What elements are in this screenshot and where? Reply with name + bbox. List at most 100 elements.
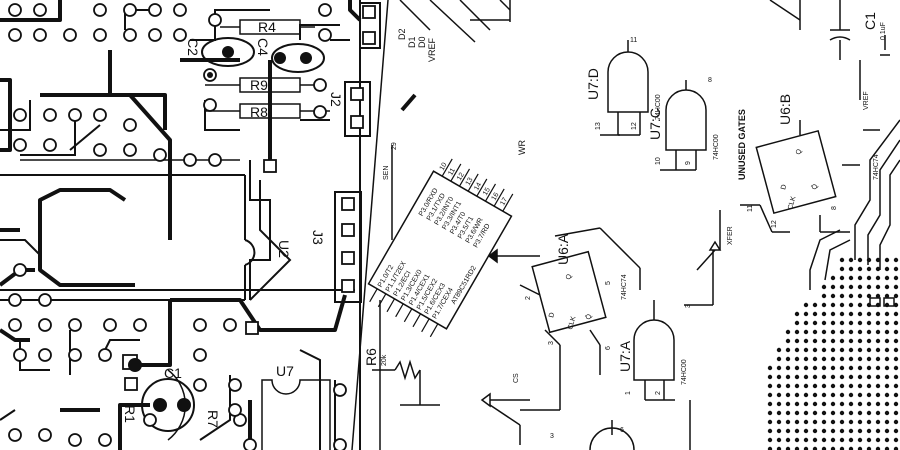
- protoboard-hole: [893, 410, 899, 416]
- protoboard-hole: [803, 383, 809, 389]
- protoboard-hole: [812, 419, 818, 425]
- protoboard-hole: [875, 383, 881, 389]
- protoboard-hole: [893, 401, 899, 407]
- protoboard-hole: [821, 383, 827, 389]
- protoboard-hole: [875, 311, 881, 317]
- protoboard-hole: [893, 338, 899, 344]
- protoboard-hole: [839, 320, 845, 326]
- protoboard-hole: [830, 311, 836, 317]
- protoboard-hole: [767, 428, 773, 434]
- protoboard-hole: [848, 311, 854, 317]
- protoboard-hole: [803, 401, 809, 407]
- pcb-pads: [8, 3, 347, 450]
- protoboard-hole: [767, 383, 773, 389]
- schematic: [367, 0, 890, 450]
- u7c-pin-9: 9: [685, 161, 692, 165]
- protoboard-hole: [893, 320, 899, 326]
- protoboard-hole: [794, 320, 800, 326]
- protoboard-hole: [857, 365, 863, 371]
- protoboard-hole: [794, 329, 800, 335]
- pcb-labels: R4 R9 R8 C2 C4 J2 J3 U2 C1 R1 R7 U7: [122, 19, 344, 428]
- protoboard-hole: [812, 428, 818, 434]
- protoboard-hole: [821, 428, 827, 434]
- protoboard-hole: [839, 437, 845, 443]
- protoboard-hole: [794, 311, 800, 317]
- protoboard-hole: [821, 437, 827, 443]
- protoboard-hole: [839, 347, 845, 353]
- protoboard-hole: [857, 392, 863, 398]
- protoboard-hole: [866, 446, 872, 450]
- protoboard-hole: [839, 293, 845, 299]
- protoboard-hole: [848, 266, 854, 272]
- sig-wr: WR: [517, 140, 527, 155]
- protoboard-hole: [893, 257, 899, 263]
- pcb-connectors: [334, 2, 381, 303]
- protoboard-hole: [848, 329, 854, 335]
- protoboard-hole: [839, 383, 845, 389]
- protoboard-hole: [875, 428, 881, 434]
- protoboard-hole: [830, 383, 836, 389]
- protoboard-hole: [866, 329, 872, 335]
- protoboard-hole: [767, 401, 773, 407]
- protoboard-hole: [812, 446, 818, 450]
- resistor-r6: [372, 359, 440, 406]
- u6b-name: U6:B: [777, 94, 793, 125]
- protoboard-hole: [830, 374, 836, 380]
- protoboard-hole: [839, 275, 845, 281]
- label-r4: R4: [258, 19, 276, 35]
- protoboard-hole: [830, 347, 836, 353]
- protoboard-hole: [767, 374, 773, 380]
- gate-u7c: [600, 80, 707, 171]
- label-r9: R9: [250, 77, 268, 93]
- protoboard-hole: [785, 374, 791, 380]
- protoboard-hole: [866, 320, 872, 326]
- protoboard-hole: [785, 419, 791, 425]
- u6a-num-3: 3: [548, 341, 555, 345]
- sig-d0: D0: [417, 36, 427, 48]
- sig-d2: D2: [397, 28, 407, 40]
- u6b-pin-clk: CLK: [787, 195, 797, 210]
- u6b-pin-d: D: [780, 184, 788, 191]
- u6a-num-6: 6: [605, 346, 612, 350]
- protoboard-hole: [893, 266, 899, 272]
- u7d-part: 74HC00: [655, 94, 662, 120]
- protoboard-hole: [848, 347, 854, 353]
- u6a-name: U6:A: [555, 233, 571, 265]
- protoboard-hole: [893, 356, 899, 362]
- protoboard-hole: [830, 410, 836, 416]
- r6-name: R6: [363, 348, 379, 366]
- protoboard-hole: [821, 320, 827, 326]
- u7c-part: 74HC00: [713, 134, 720, 160]
- protoboard-hole: [821, 311, 827, 317]
- label-c2: C2: [185, 38, 201, 56]
- protoboard-hole: [839, 419, 845, 425]
- protoboard-hole: [803, 347, 809, 353]
- protoboard-hole: [803, 419, 809, 425]
- protoboard-hole: [866, 293, 872, 299]
- protoboard-hole: [884, 374, 890, 380]
- u6a-pin-clk: CLK: [567, 315, 577, 330]
- u7c-name: U7:C: [647, 108, 663, 140]
- u6b-pin-q: Q: [795, 148, 803, 156]
- u6b-num-11: 11: [747, 205, 754, 212]
- protoboard-hole: [839, 284, 845, 290]
- protoboard-hole: [857, 275, 863, 281]
- u6a-num-5: 5: [605, 281, 612, 285]
- mcu-pin-num-1: 11: [447, 167, 457, 177]
- protoboard-hole: [857, 437, 863, 443]
- protoboard-hole: [848, 356, 854, 362]
- protoboard-hole: [776, 437, 782, 443]
- protoboard-hole: [812, 338, 818, 344]
- protoboard-hole: [893, 293, 899, 299]
- protoboard-hole: [875, 392, 881, 398]
- protoboard-hole: [776, 446, 782, 450]
- protoboard-hole: [857, 284, 863, 290]
- protoboard-hole: [857, 419, 863, 425]
- protoboard-hole: [785, 347, 791, 353]
- protoboard-hole: [830, 320, 836, 326]
- protoboard-hole: [884, 284, 890, 290]
- mcu-pin-num-3: 13: [465, 177, 475, 187]
- protoboard-hole: [848, 374, 854, 380]
- protoboard-hole: [884, 365, 890, 371]
